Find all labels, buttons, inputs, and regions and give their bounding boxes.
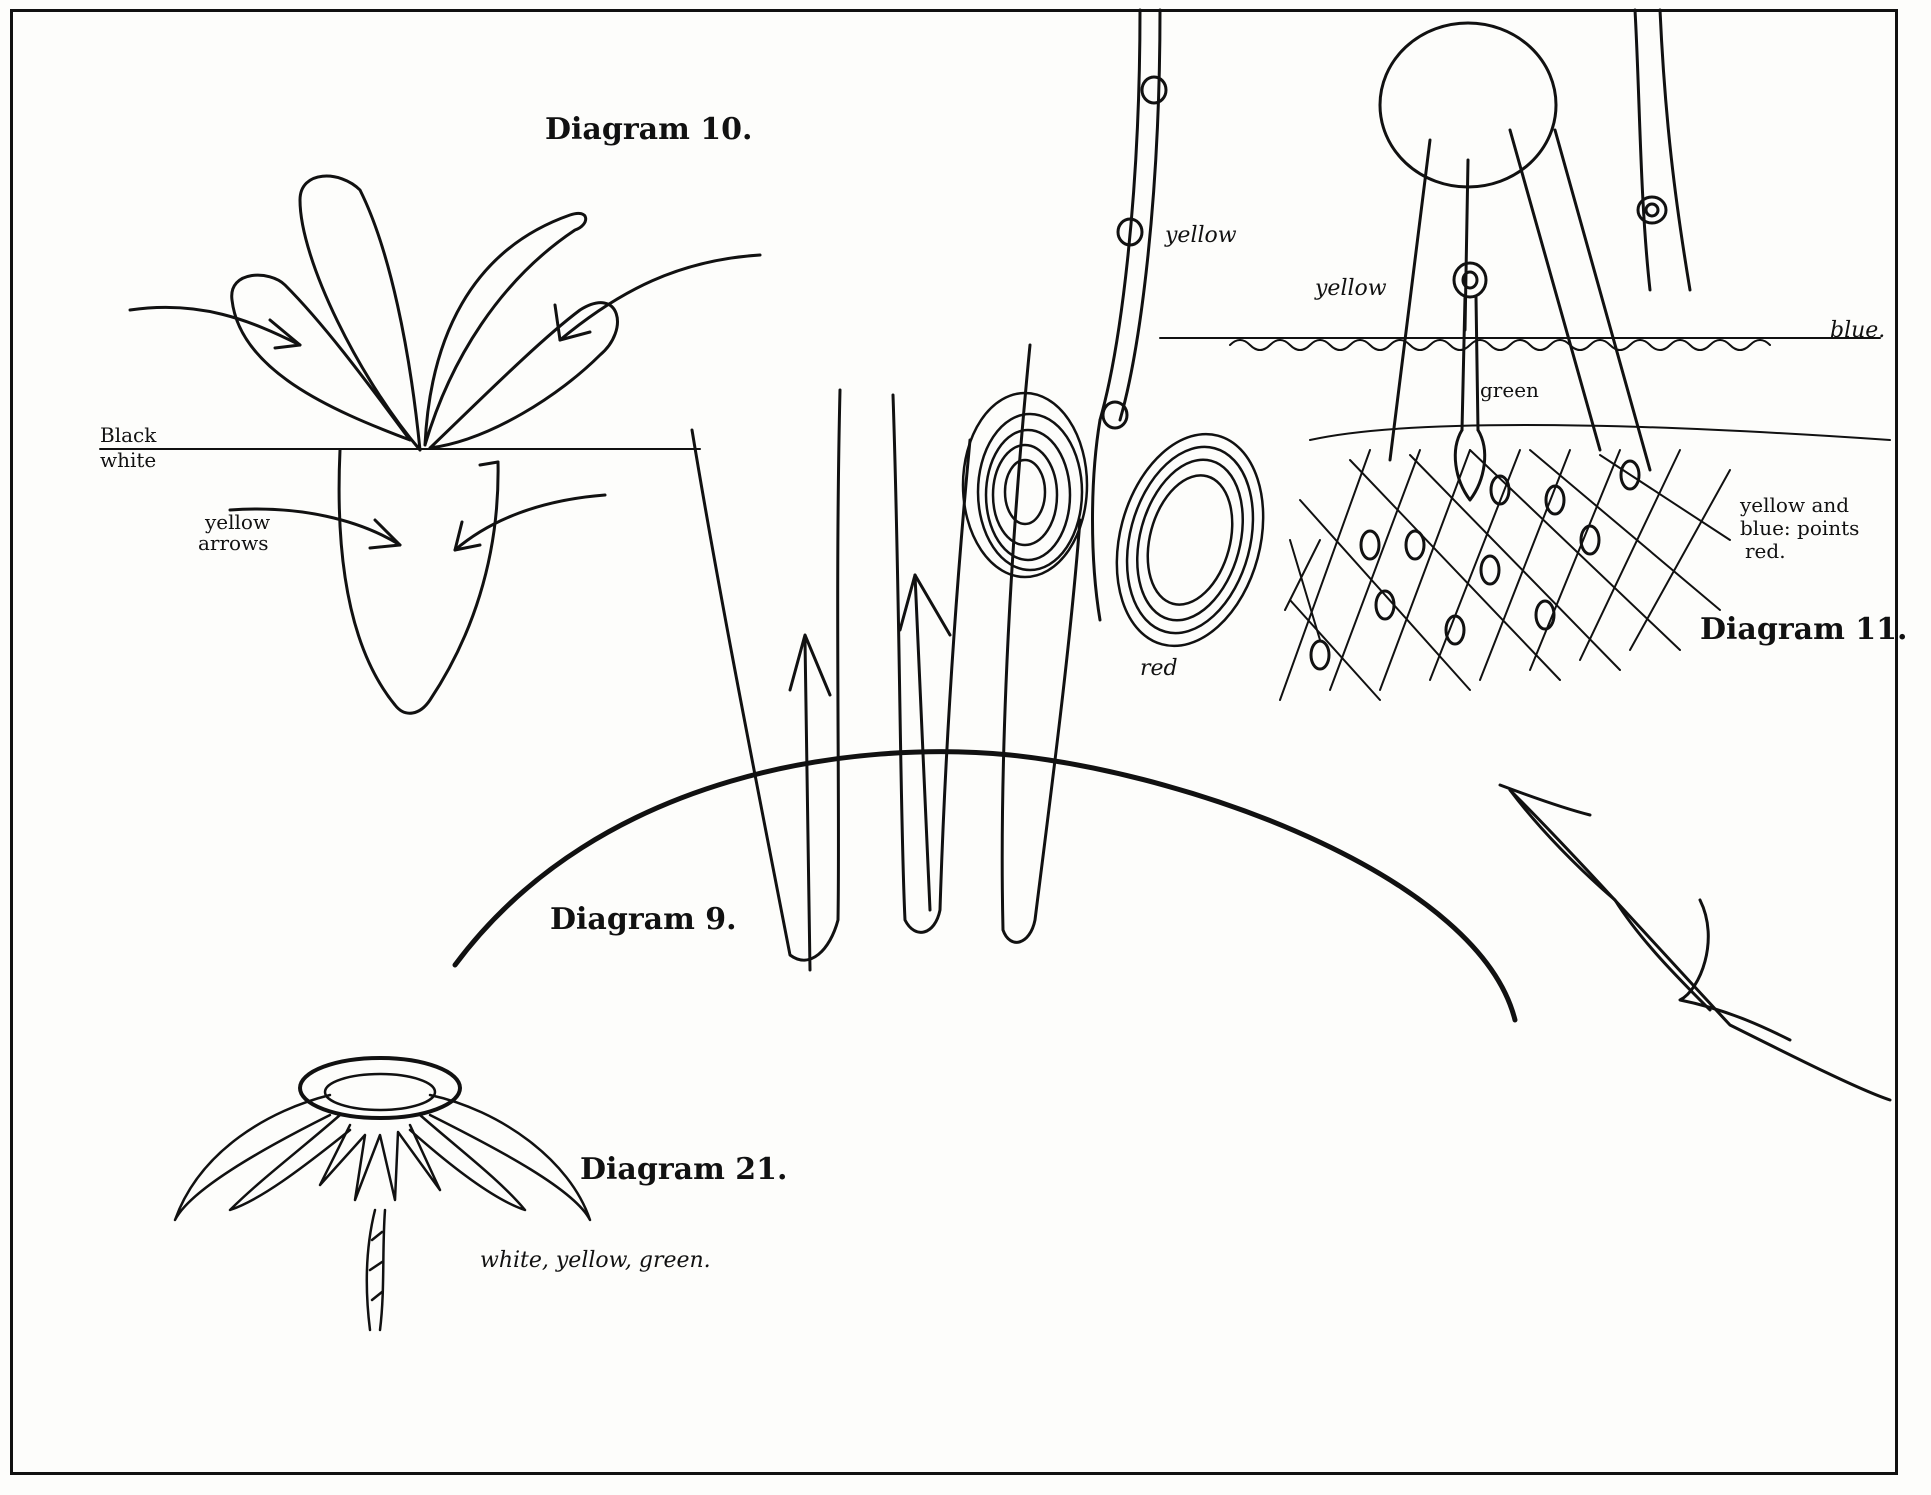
large-arrow-shaft-2 [1508,788,1712,1012]
arrow-left-head [788,633,832,697]
arrow-right-head [898,573,952,637]
leaf-right [428,301,619,450]
petal-left-mid [228,1113,352,1212]
flower-disc [298,1056,462,1120]
spiral-right-red [1115,432,1265,648]
arrow-upper-left-head [268,318,302,350]
arrow-upper-left-shaft [128,305,302,347]
sun-rays [1388,128,1652,472]
bulb-body [337,448,500,715]
stalk-lower [1091,418,1102,622]
petal-right-mid [408,1113,527,1212]
sprout-root [1453,428,1487,502]
label-points-3: red. [1745,539,1786,563]
label-yellow-arrows-2: arrows [198,531,269,555]
blue-wave-line [1229,339,1771,351]
sprout-head [1452,261,1488,299]
diagram-9-figure [452,8,1518,1023]
leaf-left [230,273,412,442]
diagram-9-title: Diagram 9. [550,902,737,937]
large-arrow-figure [1498,783,1892,1102]
leaf-center-right [423,211,588,447]
flower-stem [365,1208,387,1332]
diagram-21-title: Diagram 21. [580,1152,788,1187]
label-flower-colours: white, yellow, green. [480,1248,711,1273]
label-yellow-rays: yellow [1315,276,1387,301]
spiral-left [961,391,1089,579]
label-blue: blue. [1830,318,1886,343]
stem-hatching [368,1230,384,1302]
arrow-left-shaft [803,638,812,972]
bulb-notch [478,460,500,467]
arrow-lower-left-head [368,518,402,550]
arrow-lower-right-shaft [453,493,607,552]
large-arrow-barb [1678,898,1792,1042]
stalk-node-3 [1101,400,1129,430]
root-left [690,388,842,962]
sprout-stem [1460,295,1480,432]
label-green: green [1480,378,1539,402]
arrow-lower-left-shaft [228,507,402,547]
label-white: white [100,448,157,472]
label-red: red [1140,656,1178,681]
arrow-right-shaft [913,573,932,912]
crossing-net [1279,449,1731,701]
petal-left-outer [173,1093,332,1222]
trunk-knot [1636,195,1668,225]
label-yellow-stalk: yellow [1165,223,1237,248]
large-arrow-tail [1498,783,1592,817]
stalk-node-2 [1116,217,1144,247]
leaf-center-left [298,174,422,452]
arrow-upper-right-head [553,303,592,342]
label-points-1: yellow and [1740,493,1850,517]
label-black: Black [100,423,157,447]
root-right [1000,343,1082,944]
label-yellow-arrows-1: yellow [205,510,271,534]
diagram-21-figure [173,1056,592,1332]
diagram-10-figure [99,174,762,715]
petal-right-outer [428,1093,592,1222]
stalk-node-1 [1140,75,1168,105]
arrow-upper-right-shaft [558,253,762,342]
red-points [1309,459,1641,671]
diagram-11-title: Diagram 11. [1700,612,1908,647]
inner-spikes [318,1123,442,1202]
diagram-10-title: Diagram 10. [545,112,753,147]
trunk-lines [1633,8,1692,292]
arrow-lower-right-head [453,520,482,552]
page-border [10,9,1898,1475]
large-arrow-shaft [1508,788,1892,1102]
label-points-2: blue: points [1740,516,1860,540]
earth-arc [452,749,1518,1023]
yellow-stalk [1098,8,1162,422]
root-middle [891,393,972,934]
ground-line [1309,424,1891,441]
diagram-11-figure [1159,8,1891,701]
